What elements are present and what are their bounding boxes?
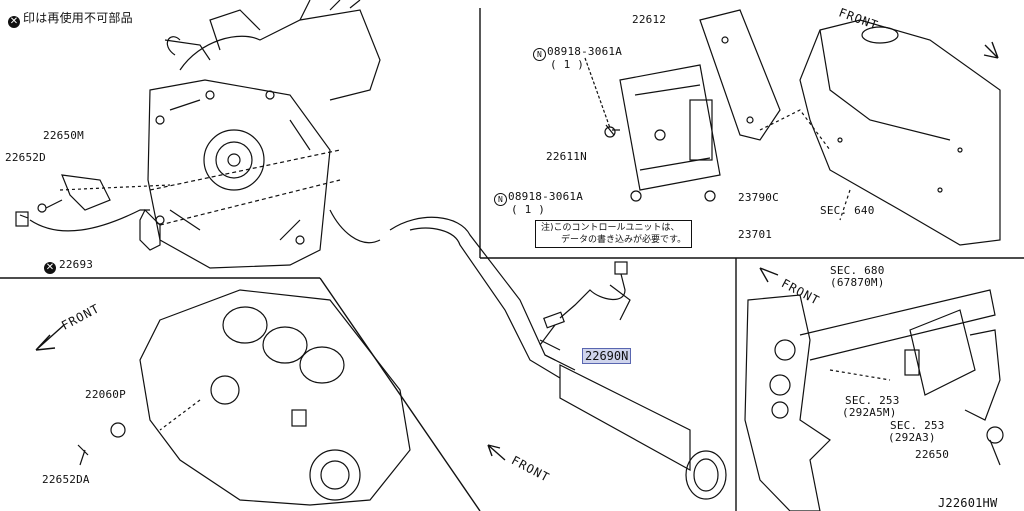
front-arrows: [35, 41, 999, 461]
exhaust-pipe-drawing: [329, 209, 727, 500]
control-unit-note: 注)このコントロールユニットは、 データの書き込みが必要です。: [535, 220, 693, 248]
right-bottom-panel-drawing: [744, 289, 1004, 511]
sec640-panel-drawing: [799, 19, 1001, 246]
ecm-drawing: [584, 9, 831, 202]
n-symbol-icon: N: [494, 193, 507, 206]
label-sec253-b-sub: (292A3): [888, 431, 936, 444]
label-sec680[interactable]: SEC. 680: [830, 264, 885, 277]
legend-notice: ✕印は再使用不可部品: [8, 12, 133, 28]
n-symbol-icon: N: [533, 48, 546, 61]
label-22693[interactable]: ✕22693: [44, 259, 93, 274]
label-22060P[interactable]: 22060P: [85, 388, 126, 401]
engine-front-view: [147, 0, 381, 269]
label-22652DA[interactable]: 22652DA: [42, 473, 90, 486]
not-reusable-icon: ✕: [44, 262, 56, 274]
label-22652D[interactable]: 22652D: [5, 151, 46, 164]
label-sec253-b[interactable]: SEC. 253: [890, 419, 945, 432]
legend-notice-text: 印は再使用不可部品: [23, 11, 133, 25]
label-bolt-top-text: 08918-3061A: [547, 45, 623, 58]
label-sec680-sub: (67870M): [830, 276, 885, 289]
label-22650M[interactable]: 22650M: [43, 129, 84, 142]
note-line-1: 注)このコントロールユニットは、: [541, 223, 680, 233]
o2-sensor-drawing: [539, 261, 631, 346]
label-sec253-a-sub: (292A5M): [842, 406, 897, 419]
not-reusable-icon: ✕: [8, 16, 20, 28]
label-23701[interactable]: 23701: [738, 228, 773, 241]
sensor-22693-drawing: [15, 149, 341, 251]
label-22612[interactable]: 22612: [632, 13, 667, 26]
label-22690N-highlighted[interactable]: 22690N: [582, 348, 632, 364]
note-line-2: データの書き込みが必要です。: [561, 235, 687, 245]
engine-block-bottom-drawing: [77, 289, 411, 506]
label-22650[interactable]: 22650: [915, 448, 950, 461]
label-bolt-bottom-qty: ( 1 ): [511, 203, 546, 216]
label-22693-text: 22693: [59, 258, 94, 271]
label-22611N[interactable]: 22611N: [546, 150, 587, 163]
label-sec640[interactable]: SEC. 640: [820, 204, 875, 217]
panel-borders: [0, 8, 1024, 511]
label-sec253-a[interactable]: SEC. 253: [845, 394, 900, 407]
diagram-code: J22601HW: [938, 496, 998, 510]
label-23790C[interactable]: 23790C: [738, 191, 779, 204]
label-bolt-top-qty: ( 1 ): [550, 58, 585, 71]
label-bolt-bottom-text: 08918-3061A: [508, 190, 584, 203]
